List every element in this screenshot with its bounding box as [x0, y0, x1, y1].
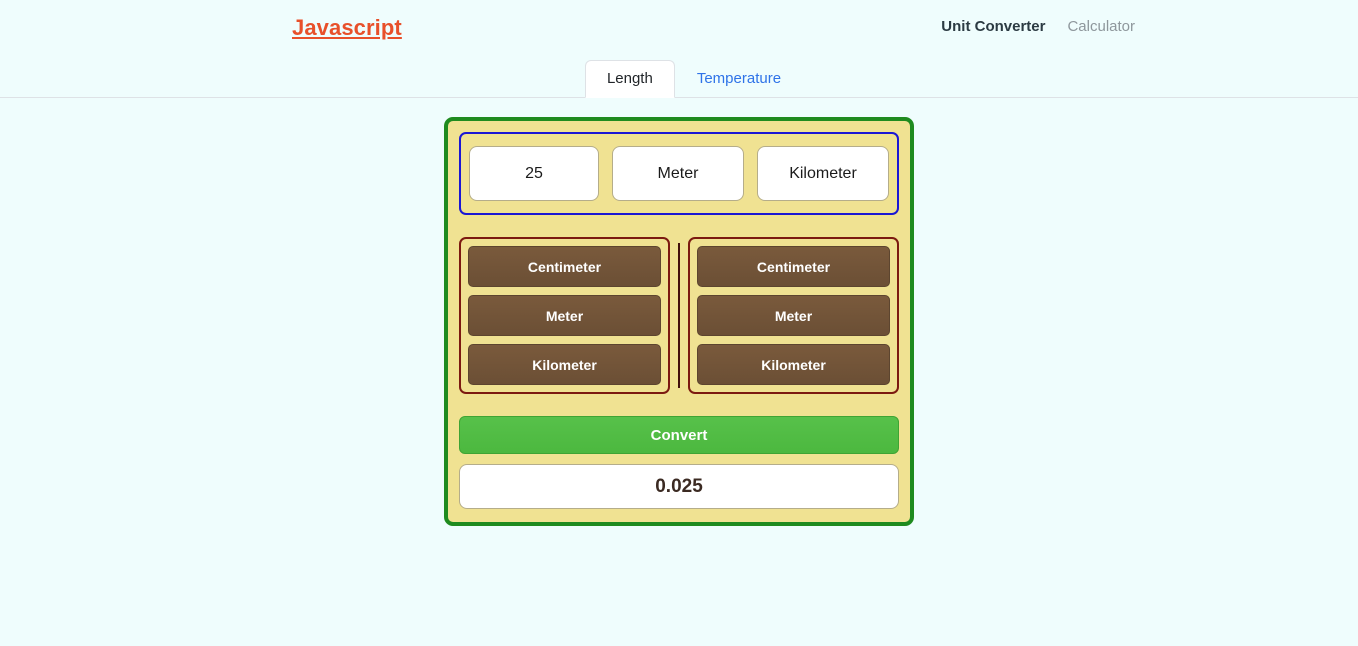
result-display: 0.025: [459, 464, 899, 509]
brand-logo[interactable]: Javascript: [292, 15, 402, 40]
from-unit-centimeter-button[interactable]: Centimeter: [468, 246, 661, 287]
page-header: Javascript Unit Converter Calculator: [0, 0, 1358, 56]
from-unit-kilometer-button[interactable]: Kilometer: [468, 344, 661, 385]
value-input[interactable]: 25: [469, 146, 599, 201]
input-panel: 25 Meter Kilometer: [459, 132, 899, 215]
column-divider: [678, 243, 680, 388]
convert-button[interactable]: Convert: [459, 416, 899, 454]
to-unit-display[interactable]: Kilometer: [757, 146, 889, 201]
to-unit-kilometer-button[interactable]: Kilometer: [697, 344, 890, 385]
tab-length[interactable]: Length: [584, 60, 675, 98]
length-converter-card: 25 Meter Kilometer Centimeter Meter Kilo…: [444, 117, 914, 526]
tab-temperature[interactable]: Temperature: [696, 70, 782, 87]
unit-selection-row: Centimeter Meter Kilometer Centimeter Me…: [459, 237, 899, 394]
from-unit-meter-button[interactable]: Meter: [468, 295, 661, 336]
to-unit-column: Centimeter Meter Kilometer: [688, 237, 899, 394]
tab-list: Length Temperature: [584, 59, 803, 98]
tab-strip: Length Temperature: [0, 56, 1358, 98]
content-stage: 25 Meter Kilometer Centimeter Meter Kilo…: [0, 98, 1358, 646]
to-unit-centimeter-button[interactable]: Centimeter: [697, 246, 890, 287]
from-unit-display[interactable]: Meter: [612, 146, 744, 201]
nav-item-calculator[interactable]: Calculator: [1067, 18, 1135, 35]
top-navigation: Unit Converter Calculator: [941, 18, 1135, 35]
nav-item-unit-converter[interactable]: Unit Converter: [941, 18, 1046, 35]
from-unit-column: Centimeter Meter Kilometer: [459, 237, 670, 394]
to-unit-meter-button[interactable]: Meter: [697, 295, 890, 336]
